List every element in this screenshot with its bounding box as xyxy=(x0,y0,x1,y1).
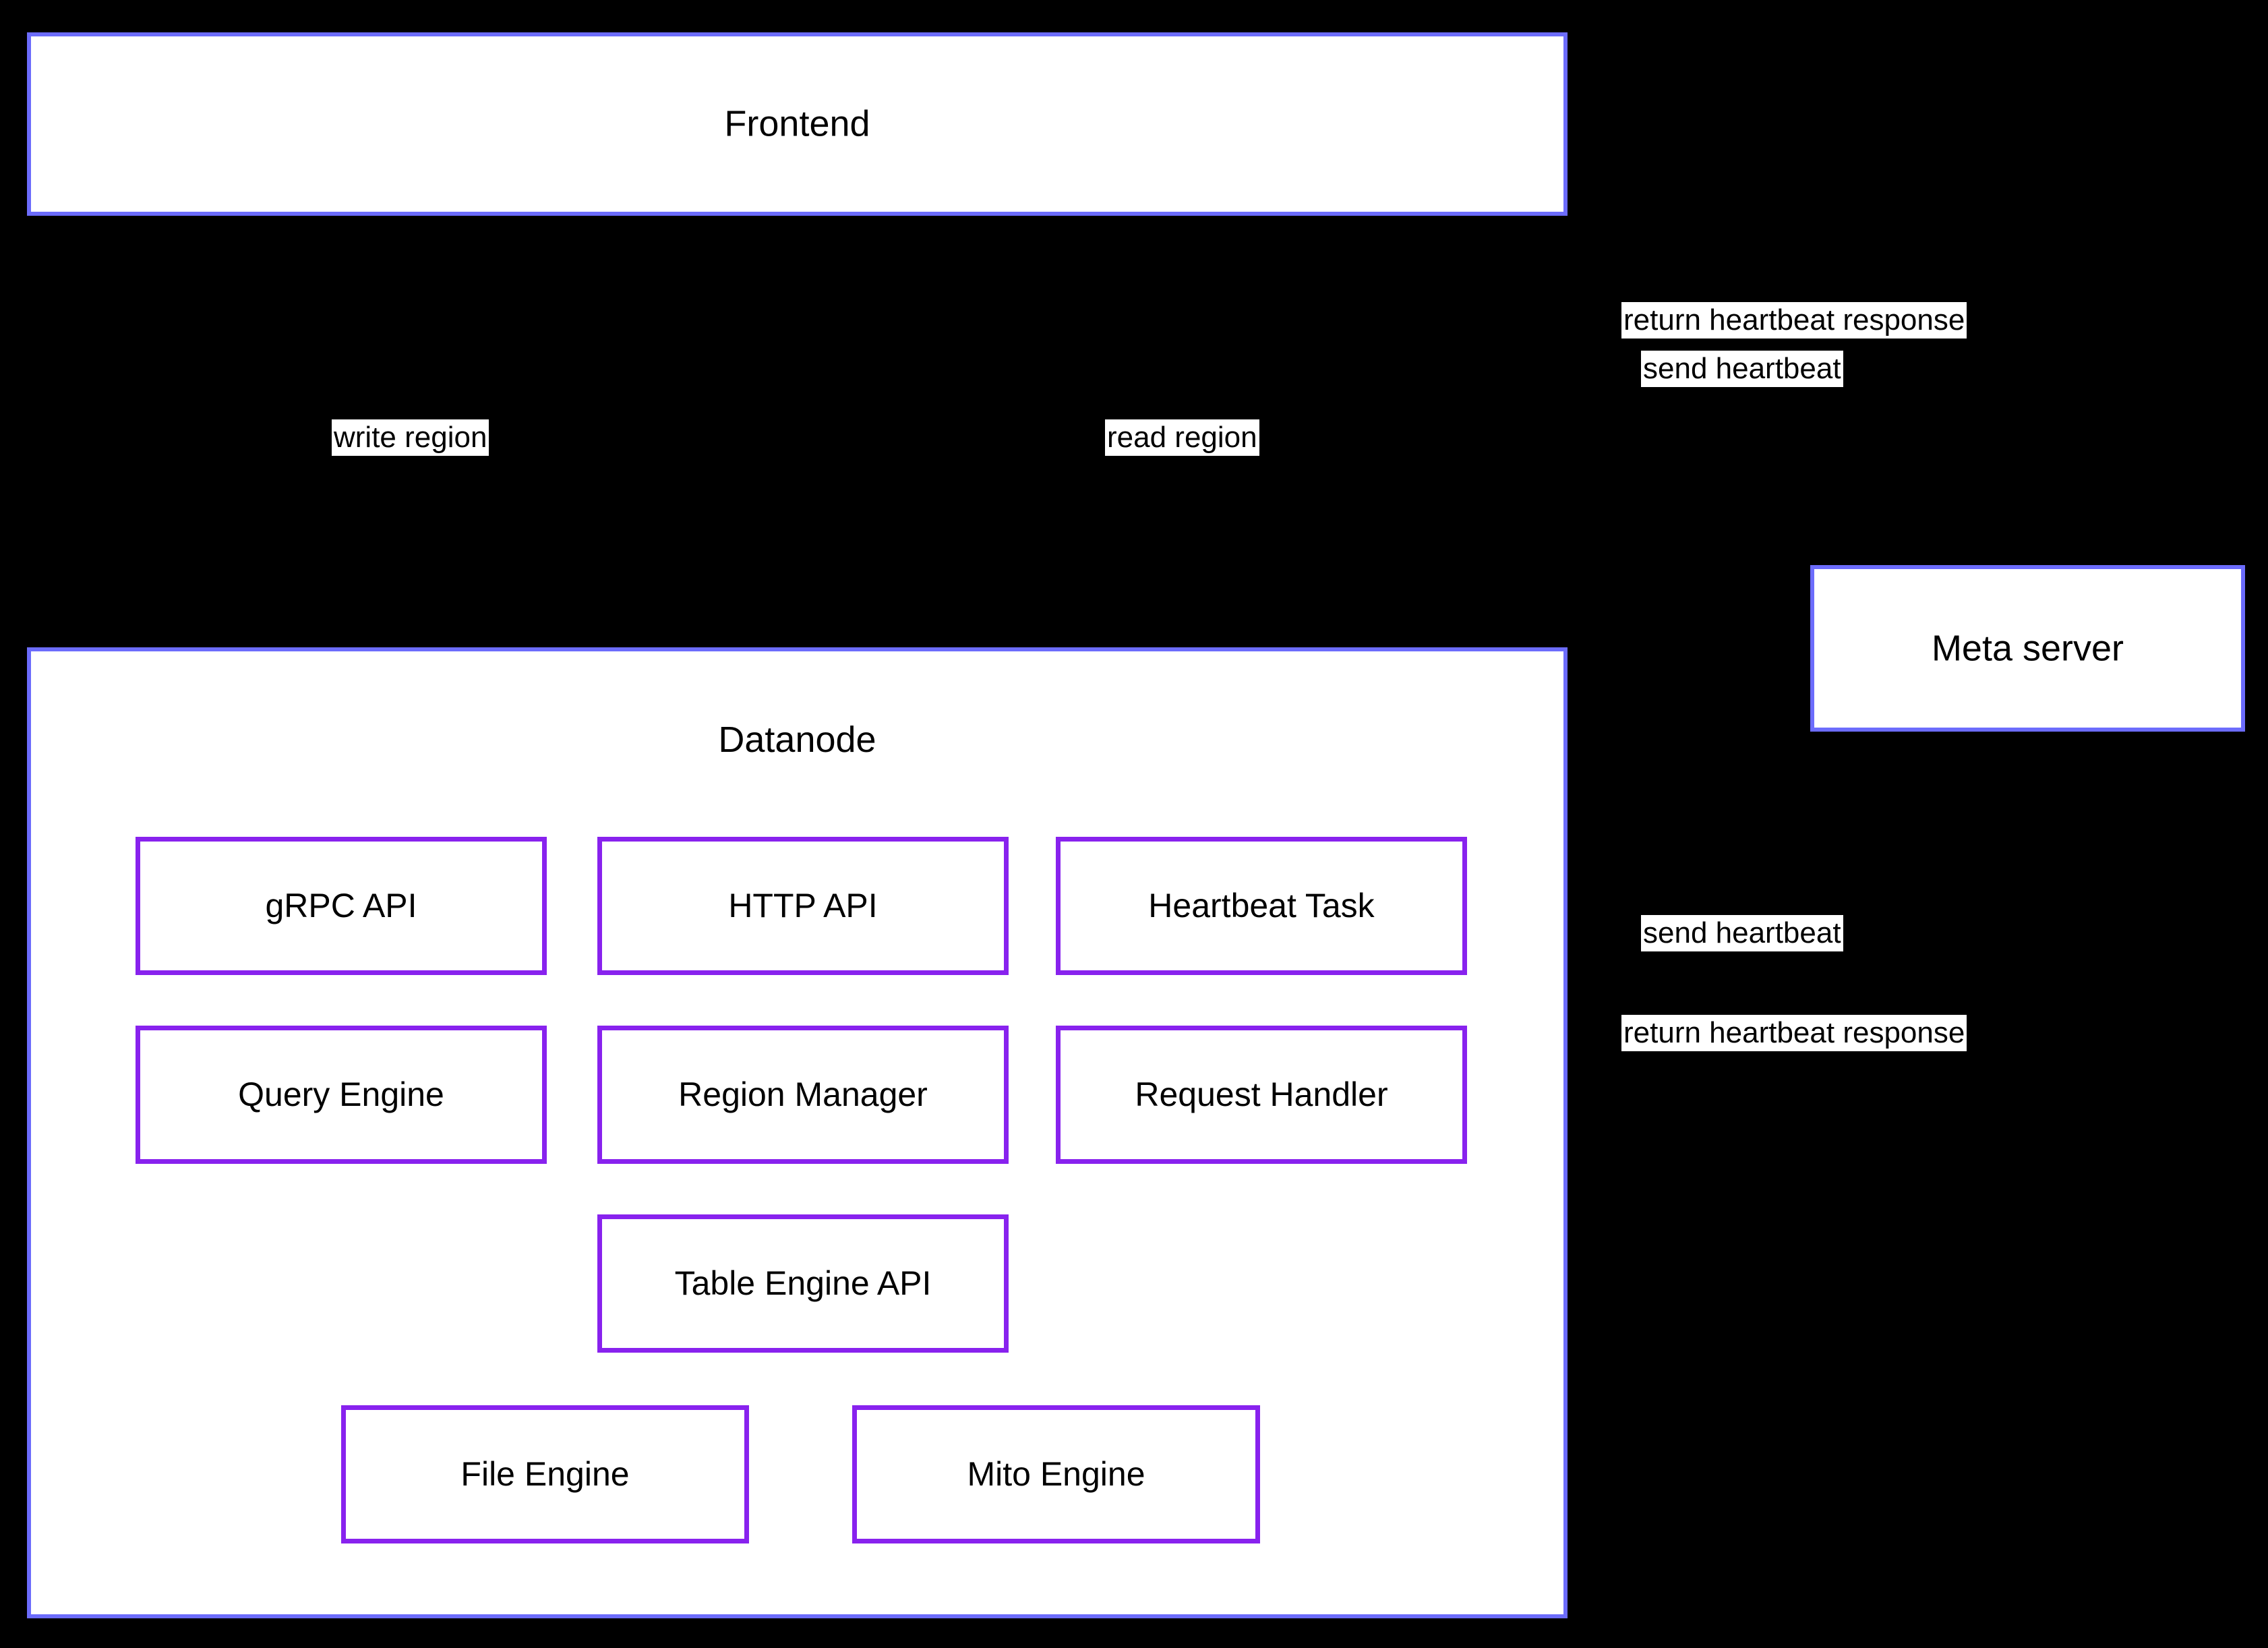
edge-label-datanode-send-heartbeat: send heartbeat xyxy=(1641,915,1843,951)
edge-label-write-region: write region xyxy=(332,419,489,456)
meta-server-label: Meta server xyxy=(1931,627,2124,668)
datanode-label: Datanode xyxy=(718,719,876,760)
edge-datanode-send-heartbeat xyxy=(1568,728,1898,899)
component-heartbeat-task-label: Heartbeat Task xyxy=(1148,886,1375,924)
component-http-api-label: HTTP API xyxy=(728,886,878,924)
component-region-manager[interactable]: Region Manager xyxy=(597,1026,1009,1164)
component-file-engine-label: File Engine xyxy=(460,1454,630,1493)
frontend-label: Frontend xyxy=(724,103,870,144)
component-mito-engine[interactable]: Mito Engine xyxy=(852,1405,1260,1543)
component-table-engine-api-label: Table Engine API xyxy=(674,1264,932,1302)
meta-server-node[interactable]: Meta server xyxy=(1810,565,2245,732)
component-request-handler[interactable]: Request Handler xyxy=(1056,1026,1467,1164)
component-grpc-api-label: gRPC API xyxy=(265,886,417,924)
component-http-api[interactable]: HTTP API xyxy=(597,837,1009,975)
component-table-engine-api[interactable]: Table Engine API xyxy=(597,1214,1009,1353)
edge-label-frontend-return-heartbeat-response: return heartbeat response xyxy=(1621,302,1967,339)
edge-meta-return-to-frontend xyxy=(1564,105,1984,565)
component-request-handler-label: Request Handler xyxy=(1135,1075,1388,1113)
edge-label-datanode-return-heartbeat-response: return heartbeat response xyxy=(1621,1015,1967,1051)
component-file-engine[interactable]: File Engine xyxy=(341,1405,749,1543)
component-grpc-api[interactable]: gRPC API xyxy=(136,837,547,975)
datanode-node[interactable]: Datanode gRPC API HTTP API Heartbeat Tas… xyxy=(27,647,1568,1618)
component-query-engine-label: Query Engine xyxy=(238,1075,444,1113)
component-region-manager-label: Region Manager xyxy=(678,1075,928,1113)
component-mito-engine-label: Mito Engine xyxy=(967,1454,1145,1493)
edge-label-frontend-send-heartbeat: send heartbeat xyxy=(1641,351,1843,387)
component-query-engine[interactable]: Query Engine xyxy=(136,1026,547,1164)
edge-label-read-region: read region xyxy=(1105,419,1259,456)
component-heartbeat-task[interactable]: Heartbeat Task xyxy=(1056,837,1467,975)
frontend-node[interactable]: Frontend xyxy=(27,32,1568,216)
